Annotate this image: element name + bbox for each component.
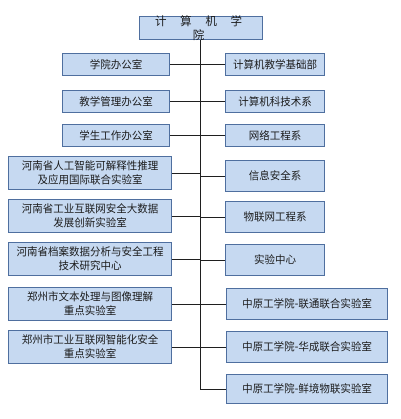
left-node-teaching-office: 教学管理办公室 [62,90,170,113]
left-node-line-2: 重点实验室 [63,348,117,360]
root-node-label: 计 算 机 学 院 [155,14,247,42]
right-node-label: 实验中心 [254,254,296,266]
left-node-line-2: 发展创新实验室 [53,217,127,229]
left-node-line-1: 郑州市工业互联网智能化安全 [21,334,159,346]
right-node-xianjing-iot-lab: 中原工学院-鲜境物联实验室 [226,374,388,404]
right-connector [200,260,225,261]
right-node-iot-engineering-dept: 物联网工程系 [225,201,325,233]
left-node-student-office: 学生工作办公室 [62,124,170,147]
right-node-experiment-center: 实验中心 [225,244,325,276]
left-node-text: 河南省档案数据分析与安全工程 技术研究中心 [17,245,164,273]
left-node-industrial-security-lab: 河南省工业互联网安全大数据 发展创新实验室 [8,199,172,233]
left-node-text: 河南省工业互联网安全大数据 发展创新实验室 [22,202,159,230]
left-node-text: 郑州市文本处理与图像理解 重点实验室 [27,290,153,318]
left-node-industrial-intelligent-lab: 郑州市工业互联网智能化安全 重点实验室 [8,330,172,364]
right-connector [200,64,225,65]
left-node-label: 教学管理办公室 [79,95,153,108]
right-node-label: 计算机科技术系 [238,95,312,108]
left-connector [172,304,200,305]
right-node-label: 中原工学院-鲜境物联实验室 [242,383,372,395]
left-connector [172,259,200,260]
left-connector [170,64,200,65]
left-node-ai-lab: 河南省人工智能可解释性推理 及应用国际联合实验室 [8,156,172,190]
left-node-text: 郑州市工业互联网智能化安全 重点实验室 [22,333,159,361]
left-node-line-2: 技术研究中心 [58,260,122,272]
left-node-archive-data-center: 河南省档案数据分析与安全工程 技术研究中心 [8,242,172,276]
right-node-computer-foundation-dept: 计算机教学基础部 [225,53,325,76]
right-node-huacheng-joint-lab: 中原工学院-华成联合实验室 [226,331,388,363]
left-node-college-office: 学院办公室 [62,53,170,76]
right-node-label: 物联网工程系 [243,211,307,223]
left-node-line-1: 郑州市文本处理与图像理解 [27,291,153,303]
left-node-label: 学院办公室 [89,58,143,71]
left-node-line-1: 河南省档案数据分析与安全工程 [16,246,164,258]
right-node-label: 中原工学院-华成联合实验室 [242,341,372,353]
right-node-network-engineering-dept: 网络工程系 [225,124,325,147]
right-connector [200,176,225,177]
left-node-line-1: 河南省人工智能可解释性推理 [21,160,159,172]
left-connector [170,101,200,102]
trunk-connector-line [200,40,201,390]
left-connector [172,347,200,348]
right-connector [200,217,225,218]
left-connector [172,173,200,174]
left-connector [170,135,200,136]
right-node-unicom-joint-lab: 中原工学院-联通联合实验室 [226,288,388,320]
left-node-label: 学生工作办公室 [79,129,153,142]
right-node-computer-science-dept: 计算机科技术系 [225,90,325,113]
right-node-label: 信息安全系 [248,170,302,182]
left-connector [172,216,200,217]
right-connector [200,389,226,390]
left-node-text-image-lab: 郑州市文本处理与图像理解 重点实验室 [8,287,172,321]
right-node-label: 中原工学院-联通联合实验室 [242,298,372,310]
right-node-information-security-dept: 信息安全系 [225,160,325,192]
left-node-text: 河南省人工智能可解释性推理 及应用国际联合实验室 [22,159,159,187]
right-connector [200,347,226,348]
right-node-label: 计算机教学基础部 [233,58,317,71]
left-node-line-2: 及应用国际联合实验室 [37,174,143,186]
root-node-college: 计 算 机 学 院 [139,14,263,42]
left-node-line-2: 重点实验室 [63,305,117,317]
left-node-line-1: 河南省工业互联网安全大数据 [21,203,159,215]
right-connector [200,101,225,102]
right-connector [200,135,225,136]
right-connector [200,304,226,305]
right-node-label: 网络工程系 [248,129,302,142]
